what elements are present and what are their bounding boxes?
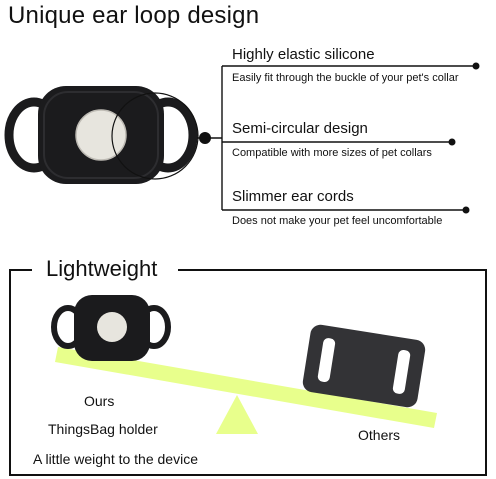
connector-dot-main [199,132,211,144]
ours-label: Ours [84,393,115,409]
top-product-image [4,86,198,184]
others-product-image [302,324,426,408]
lightweight-box [9,269,487,476]
lightweight-title: Lightweight [42,256,162,282]
connector-dot-3 [462,206,470,214]
highlight-circle [111,92,199,180]
feature-1-title: Highly elastic silicone [232,46,375,63]
others-label: Others [358,427,401,443]
ours-product-image [51,295,171,361]
seesaw [55,347,437,434]
connector-dot-1 [472,62,480,70]
product-name-label: ThingsBag holder [48,421,158,437]
feature-3-subtitle: Does not make your pet feel uncomfortabl… [232,215,443,227]
feature-2-title: Semi-circular design [232,120,368,137]
page-title: Unique ear loop design [8,2,260,29]
feature-2-subtitle: Compatible with more sizes of pet collar… [232,147,432,159]
feature-3-title: Slimmer ear cords [232,188,354,205]
connector-dot-2 [448,138,456,146]
feature-1-subtitle: Easily fit through the buckle of your pe… [232,72,459,84]
weight-caption: A little weight to the device [33,451,198,467]
